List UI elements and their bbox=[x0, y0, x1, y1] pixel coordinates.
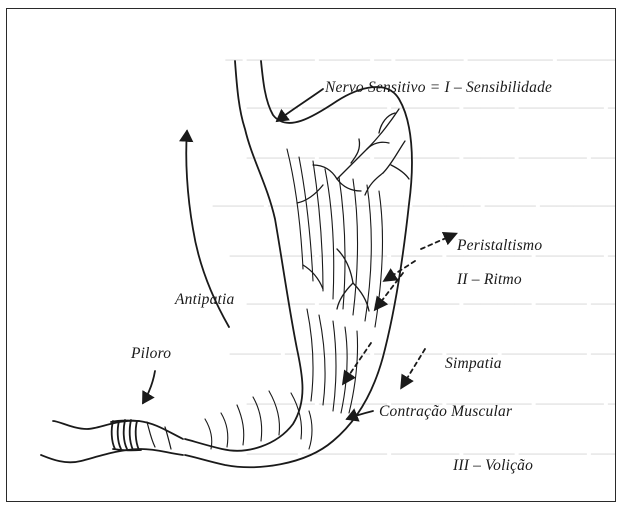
label-volicao: III – Volição bbox=[453, 457, 533, 475]
label-piloro: Piloro bbox=[131, 345, 171, 363]
piloro-arrow bbox=[143, 371, 155, 403]
peristalsis-arrow-2 bbox=[421, 235, 453, 249]
label-antipatia: Antipatia bbox=[175, 291, 235, 309]
sensory-nerve-arrow bbox=[277, 89, 323, 121]
label-nervo-sensitivo: Nervo Sensitivo = I – Sensibilidade bbox=[325, 79, 552, 97]
contracao-arrow bbox=[347, 411, 373, 419]
figure-frame: — ———— ——— — ———— ————— ———— ——— ————— —… bbox=[6, 8, 616, 502]
stomach-outline bbox=[185, 61, 412, 467]
simpatia-arrow-2 bbox=[403, 349, 425, 385]
label-simpatia: Simpatia bbox=[445, 355, 502, 373]
nerve-branches bbox=[297, 109, 409, 311]
label-peristaltismo: Peristaltismo bbox=[457, 237, 542, 255]
label-ritmo: II – Ritmo bbox=[457, 271, 522, 289]
pylorus-duodenum bbox=[41, 420, 183, 462]
arrows bbox=[143, 89, 453, 419]
label-contracao-muscular: Contração Muscular bbox=[379, 403, 512, 421]
